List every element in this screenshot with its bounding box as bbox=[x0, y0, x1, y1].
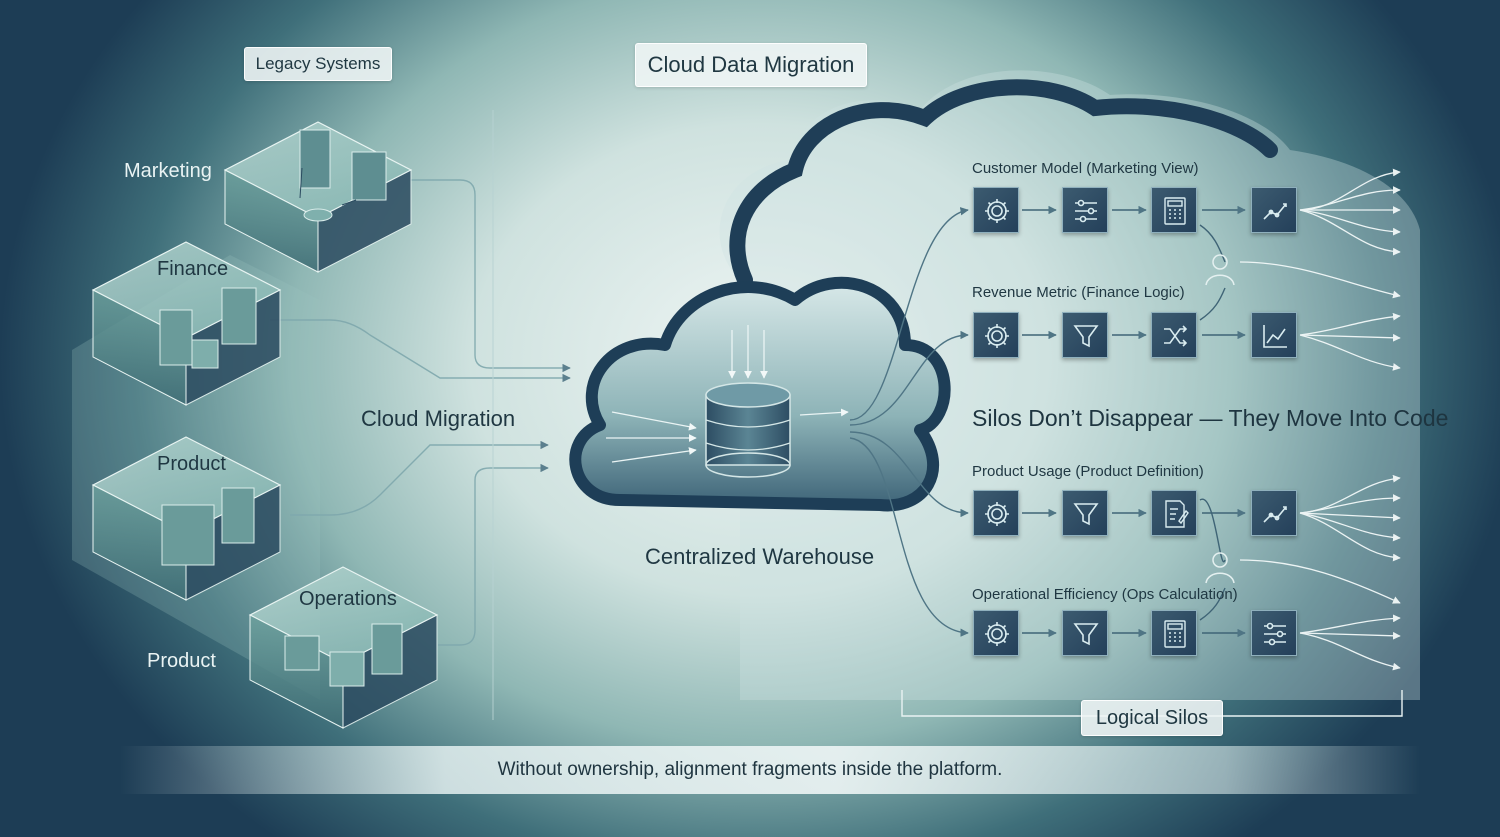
trend-chart-icon bbox=[1251, 312, 1297, 358]
pipeline-label-operational: Operational Efficiency (Ops Calculation) bbox=[972, 586, 1238, 603]
product-bottom-label: Product bbox=[147, 650, 216, 672]
gear-icon bbox=[973, 610, 1019, 656]
legacy-systems-label: Legacy Systems bbox=[244, 47, 392, 81]
logical-silos-label: Logical Silos bbox=[1081, 700, 1223, 736]
footer-text: Without ownership, alignment fragments i… bbox=[497, 759, 1003, 780]
marketing-system-box bbox=[223, 121, 413, 273]
pipeline-label-customer: Customer Model (Marketing View) bbox=[972, 160, 1199, 177]
document-edit-icon bbox=[1151, 490, 1197, 536]
warehouse-label: Centralized Warehouse bbox=[645, 544, 875, 569]
finance-system-box bbox=[91, 241, 282, 406]
product-label: Product bbox=[157, 453, 226, 475]
person-icon bbox=[1205, 254, 1235, 584]
product-system-box bbox=[91, 436, 282, 601]
sliders-icon bbox=[1251, 610, 1297, 656]
line-chart-icon bbox=[1251, 490, 1297, 536]
cloud-migration-label: Cloud Migration bbox=[361, 406, 516, 431]
calculator-icon bbox=[1151, 187, 1197, 233]
page-title: Cloud Data Migration bbox=[635, 43, 867, 87]
shuffle-icon bbox=[1151, 312, 1197, 358]
line-chart-icon bbox=[1251, 187, 1297, 233]
calculator-icon bbox=[1151, 610, 1197, 656]
gear-icon bbox=[973, 312, 1019, 358]
operations-label: Operations bbox=[299, 588, 397, 610]
operations-system-box bbox=[248, 566, 439, 729]
funnel-icon bbox=[1062, 490, 1108, 536]
footer-banner bbox=[120, 746, 1420, 794]
funnel-icon bbox=[1062, 312, 1108, 358]
sliders-icon bbox=[1062, 187, 1108, 233]
silos-heading: Silos Don’t Disappear — They Move Into C… bbox=[972, 405, 1449, 431]
central-cloud bbox=[569, 276, 951, 512]
gear-icon bbox=[973, 490, 1019, 536]
finance-label: Finance bbox=[157, 258, 229, 280]
funnel-icon bbox=[1062, 610, 1108, 656]
marketing-label: Marketing bbox=[124, 160, 212, 182]
pipeline-label-revenue: Revenue Metric (Finance Logic) bbox=[972, 284, 1185, 301]
pipeline-label-product-usage: Product Usage (Product Definition) bbox=[972, 463, 1204, 480]
gear-icon bbox=[973, 187, 1019, 233]
